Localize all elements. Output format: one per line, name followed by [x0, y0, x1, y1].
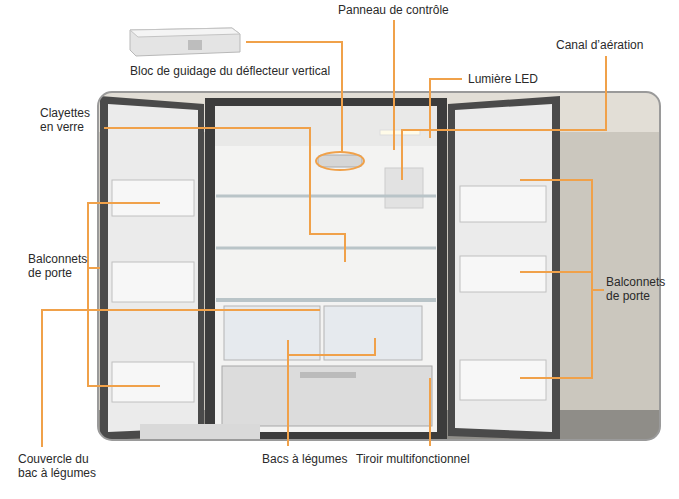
guide-block-picture	[130, 28, 240, 56]
part-label: Tiroir multifonctionnel	[356, 452, 470, 466]
fridge-photo	[98, 92, 660, 440]
part-label: Clayettes en verre	[40, 106, 102, 134]
part-label: Canal d’aération	[556, 38, 643, 52]
part-label: Panneau de contrôle	[338, 3, 449, 17]
part-label: Couvercle du bac à légumes	[18, 452, 110, 480]
part-label: Bloc de guidage du déflecteur vertical	[130, 64, 348, 78]
leader-lines	[42, 20, 606, 447]
part-label: Bacs à légumes	[262, 452, 347, 466]
part-label: Balconnets de porte	[606, 275, 672, 303]
part-label: Balconnets de porte	[28, 252, 98, 280]
part-label: Lumière LED	[468, 72, 538, 86]
